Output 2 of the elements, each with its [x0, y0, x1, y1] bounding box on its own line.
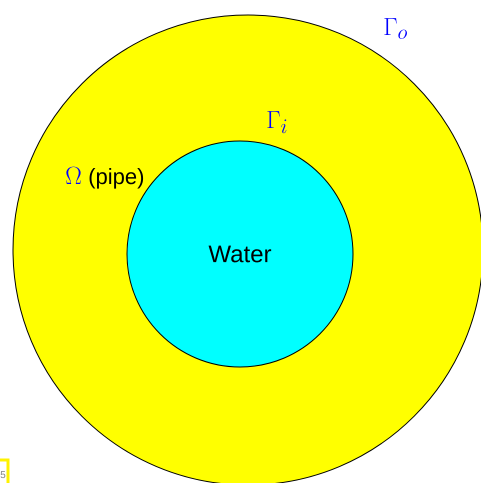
page-number: 5 — [0, 458, 10, 483]
boundary-label: $\Gamma_o$ — [384, 18, 407, 39]
